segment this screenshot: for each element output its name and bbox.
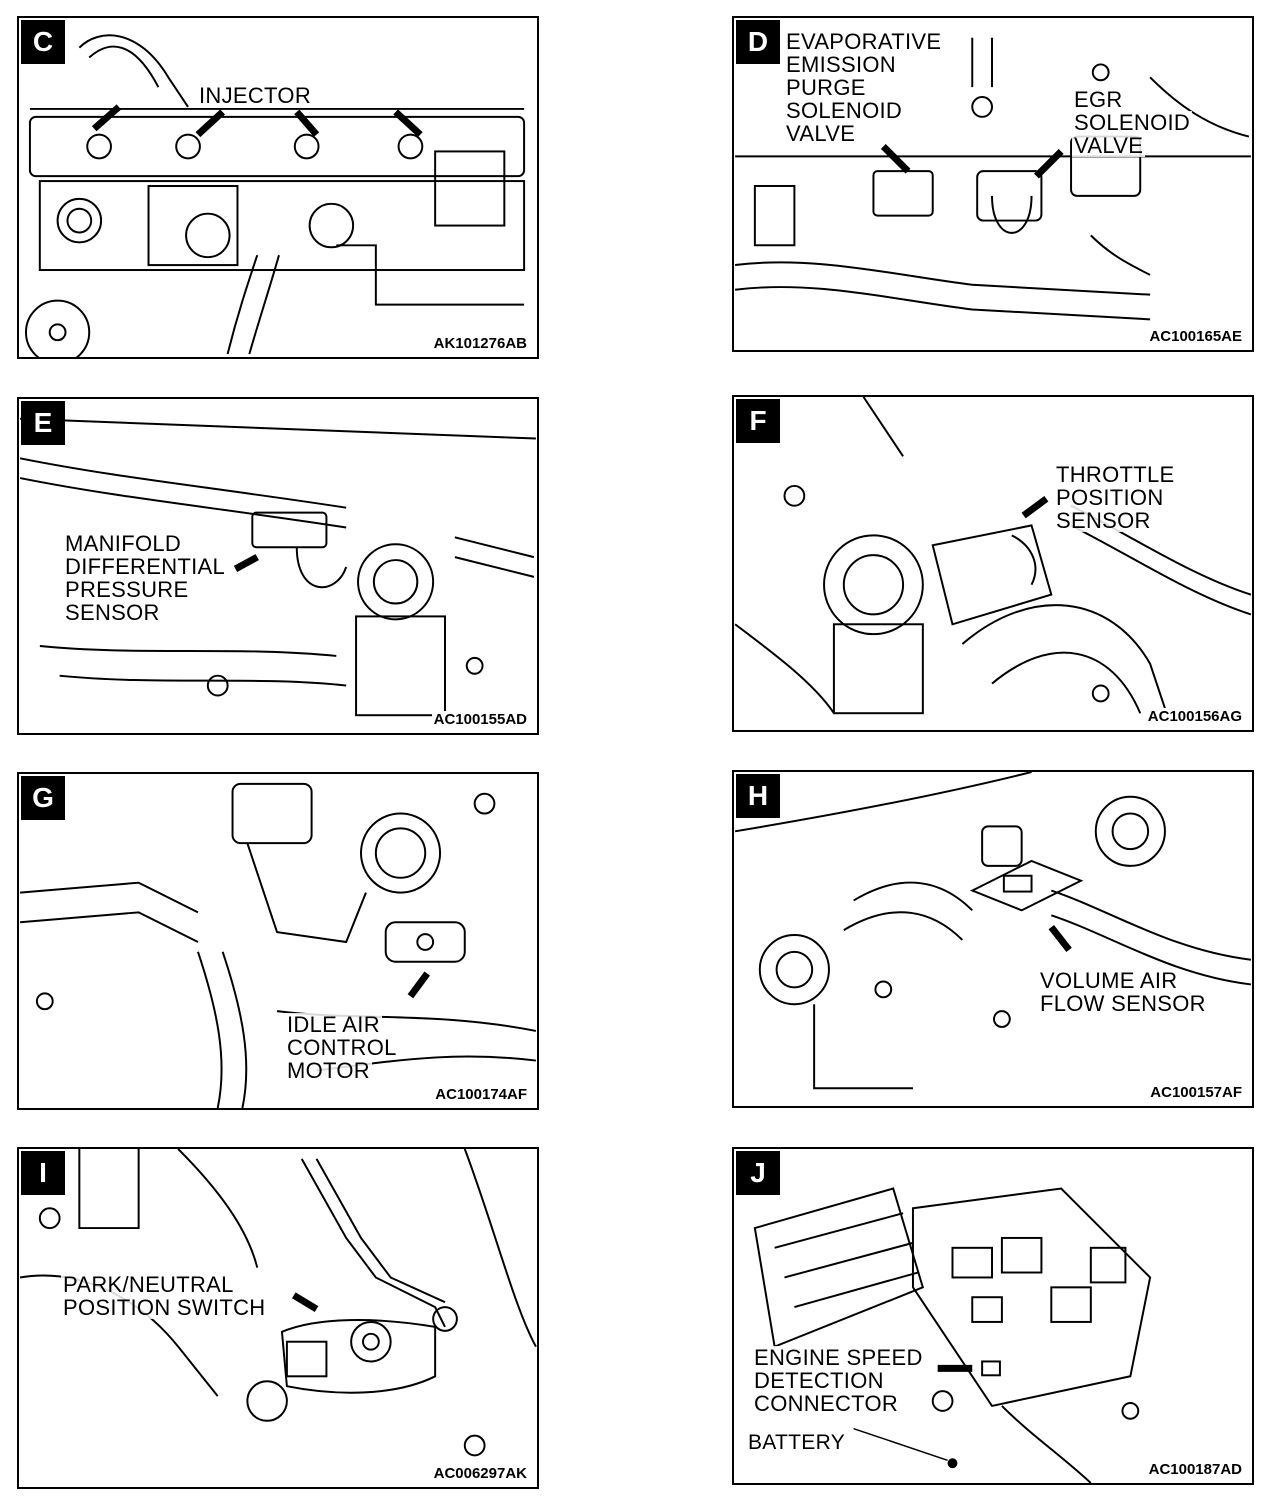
tps-label-line-3: SENSOR (1054, 508, 1153, 533)
map-sensor-label-line-1: MANIFOLD (63, 531, 184, 556)
esd-connector-label-line-1: ENGINE SPEED (752, 1345, 925, 1370)
pressure-sensor-illustration (19, 417, 536, 717)
panel-d-solenoid-valves: D EVAPORATIVE EMISSION PURGE SOLENOID VA… (732, 16, 1254, 352)
map-sensor-label-line-2: DIFFERENTIAL (63, 554, 228, 579)
panel-f-throttle-position-sensor: F THROTTLE POSITION SENSOR AC100156AG (732, 395, 1254, 732)
figure-code: AC100156AG (1145, 708, 1244, 725)
pn-switch-label-line-1: PARK/NEUTRAL (61, 1272, 236, 1297)
iac-motor-label-line-1: IDLE AIR (285, 1012, 382, 1037)
egr-label-line-3: VALVE (1072, 133, 1146, 158)
esd-connector-label-line-2: DETECTION (752, 1368, 886, 1393)
panel-badge: H (736, 774, 780, 818)
vaf-sensor-label-line-1: VOLUME AIR (1038, 968, 1180, 993)
panel-badge: D (736, 20, 780, 64)
esd-connector-label-line-3: CONNECTOR (752, 1391, 901, 1416)
injector-label: INJECTOR (197, 83, 314, 108)
evap-purge-label-line-4: SOLENOID (784, 98, 905, 123)
pn-switch-label-line-2: POSITION SWITCH (61, 1295, 268, 1320)
figure-code: AC100165AE (1147, 328, 1244, 345)
air-flow-sensor-illustration (734, 772, 1252, 1090)
map-sensor-label-line-4: SENSOR (63, 600, 162, 625)
panel-i-park-neutral-switch: I PARK/NEUTRAL POSITION SWITCH AC006297A… (17, 1147, 539, 1489)
battery-label: BATTERY (746, 1431, 848, 1454)
figure-code: AC100157AF (1148, 1084, 1244, 1101)
tps-label-line-1: THROTTLE (1054, 462, 1177, 487)
figure-code: AK101276AB (431, 335, 529, 352)
panel-badge: J (736, 1151, 780, 1195)
egr-label-line-2: SOLENOID (1072, 110, 1193, 135)
panel-badge: C (21, 20, 65, 64)
egr-label-line-1: EGR (1072, 87, 1125, 112)
map-sensor-label-line-3: PRESSURE (63, 577, 191, 602)
tps-label-line-2: POSITION (1054, 485, 1166, 510)
vaf-sensor-label-line-2: FLOW SENSOR (1038, 991, 1208, 1016)
iac-motor-label-line-2: CONTROL (285, 1035, 399, 1060)
evap-purge-label-line-2: EMISSION (784, 52, 898, 77)
panel-badge: E (21, 401, 65, 445)
figure-code: AC006297AK (431, 1465, 529, 1482)
panel-badge: F (736, 399, 780, 443)
evap-purge-label-line-3: PURGE (784, 75, 868, 100)
figure-code: AC100174AF (433, 1086, 529, 1103)
evap-purge-label-line-1: EVAPORATIVE (784, 29, 944, 54)
panel-c-injector: C INJECTOR AK101276AB (17, 16, 539, 359)
evap-purge-label-line-5: VALVE (784, 121, 858, 146)
throttle-body-illustration (734, 397, 1252, 724)
figure-code: AC100187AD (1146, 1461, 1244, 1478)
injector-engine-illustration (24, 34, 526, 357)
panel-badge: G (21, 776, 65, 820)
panel-badge: I (21, 1151, 65, 1195)
iac-motor-label-line-3: MOTOR (285, 1058, 372, 1083)
relay-box-battery-illustration (753, 1187, 1152, 1483)
figure-code: AC100155AD (431, 711, 529, 728)
panel-j-engine-speed-connector: J ENGINE SPEED DETECTION CONNECTOR BATTE… (732, 1147, 1254, 1485)
idle-air-motor-illustration (20, 782, 537, 1108)
panel-h-volume-air-flow-sensor: H VOLUME AIR FLOW SENSOR AC100157AF (732, 770, 1254, 1108)
panel-e-map-sensor: E MANIFOLD DIFFERENTIAL PRESSURE SENSOR … (17, 397, 539, 735)
panel-g-idle-air-control-motor: G IDLE AIR CONTROL MOTOR AC100174AF (17, 772, 539, 1110)
